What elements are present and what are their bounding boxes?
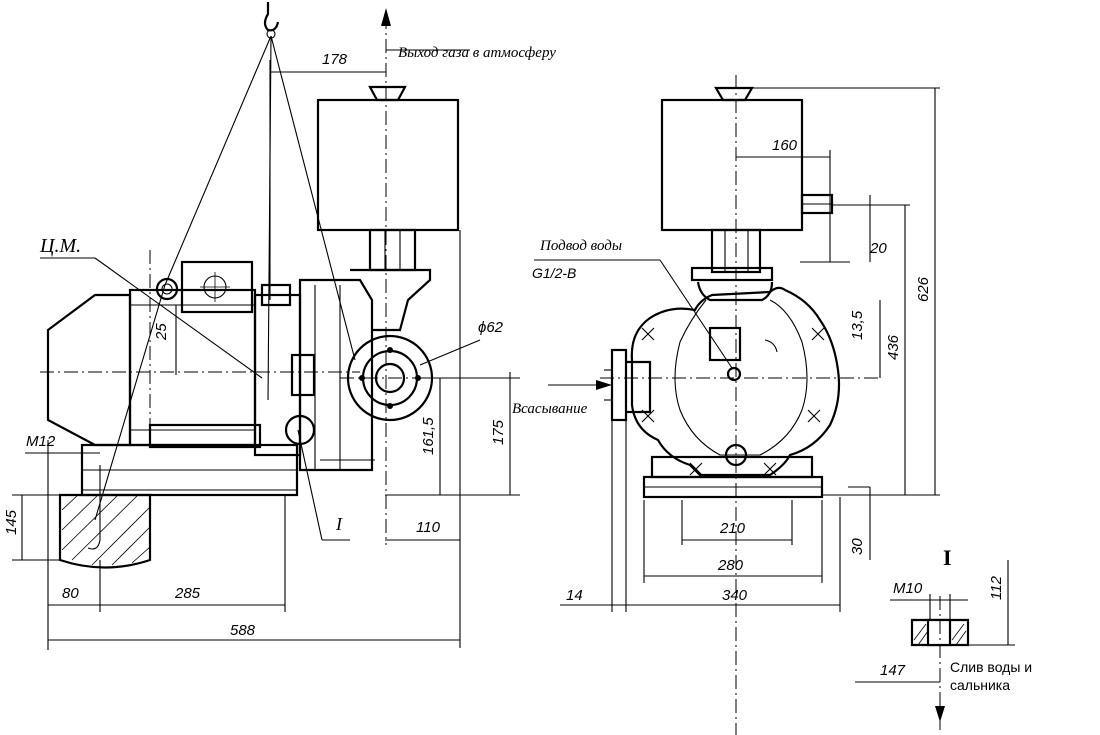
dim-178: 178 (322, 51, 348, 68)
dim-80: 80 (62, 585, 79, 602)
detail-i (855, 560, 1015, 730)
water-supply-label: Подвод воды (539, 238, 622, 254)
dim-145: 145 (3, 509, 20, 535)
dim-112: 112 (988, 575, 1005, 600)
detail-hatch (913, 623, 967, 646)
dim-280: 280 (717, 557, 744, 574)
foundation-hatch (61, 494, 151, 566)
dim-147: 147 (880, 662, 906, 679)
front-view (534, 75, 940, 735)
dim-626: 626 (915, 276, 932, 302)
bolt-marks (641, 327, 825, 476)
dim-phi62: ϕ62 (478, 319, 504, 336)
suction-label: Всасывание (512, 401, 588, 417)
center-mass-label: Ц.М. (39, 235, 81, 257)
lifting-hook-icon (263, 2, 280, 39)
dim-161-5: 161,5 (420, 417, 437, 455)
dim-210: 210 (719, 520, 746, 537)
dim-25: 25 (153, 323, 170, 341)
dim-20: 20 (869, 240, 887, 257)
dim-m12: M12 (26, 433, 56, 450)
dim-30: 30 (849, 538, 866, 555)
dim-340: 340 (722, 587, 748, 604)
dim-175: 175 (490, 419, 507, 445)
dim-lines-right (560, 87, 940, 612)
dim-285: 285 (174, 585, 201, 602)
gas-outlet-label: Выход газа в атмосферу (398, 45, 556, 61)
dim-m10: M10 (893, 580, 923, 597)
dim-110: 110 (416, 519, 441, 536)
dim-588: 588 (230, 622, 256, 639)
side-view (12, 2, 520, 650)
drain-label: Слив воды и (950, 659, 1032, 675)
dim-160: 160 (772, 137, 798, 154)
dim-436: 436 (885, 334, 902, 360)
dim-13-5: 13,5 (849, 310, 866, 340)
water-supply-thread: G1/2-B (532, 265, 576, 281)
dim-lines-left (12, 49, 520, 650)
detail-mark: I (335, 514, 343, 534)
dim-14: 14 (566, 587, 583, 604)
detail-title: I (943, 545, 952, 570)
drain-label-line2: сальника (950, 677, 1010, 693)
